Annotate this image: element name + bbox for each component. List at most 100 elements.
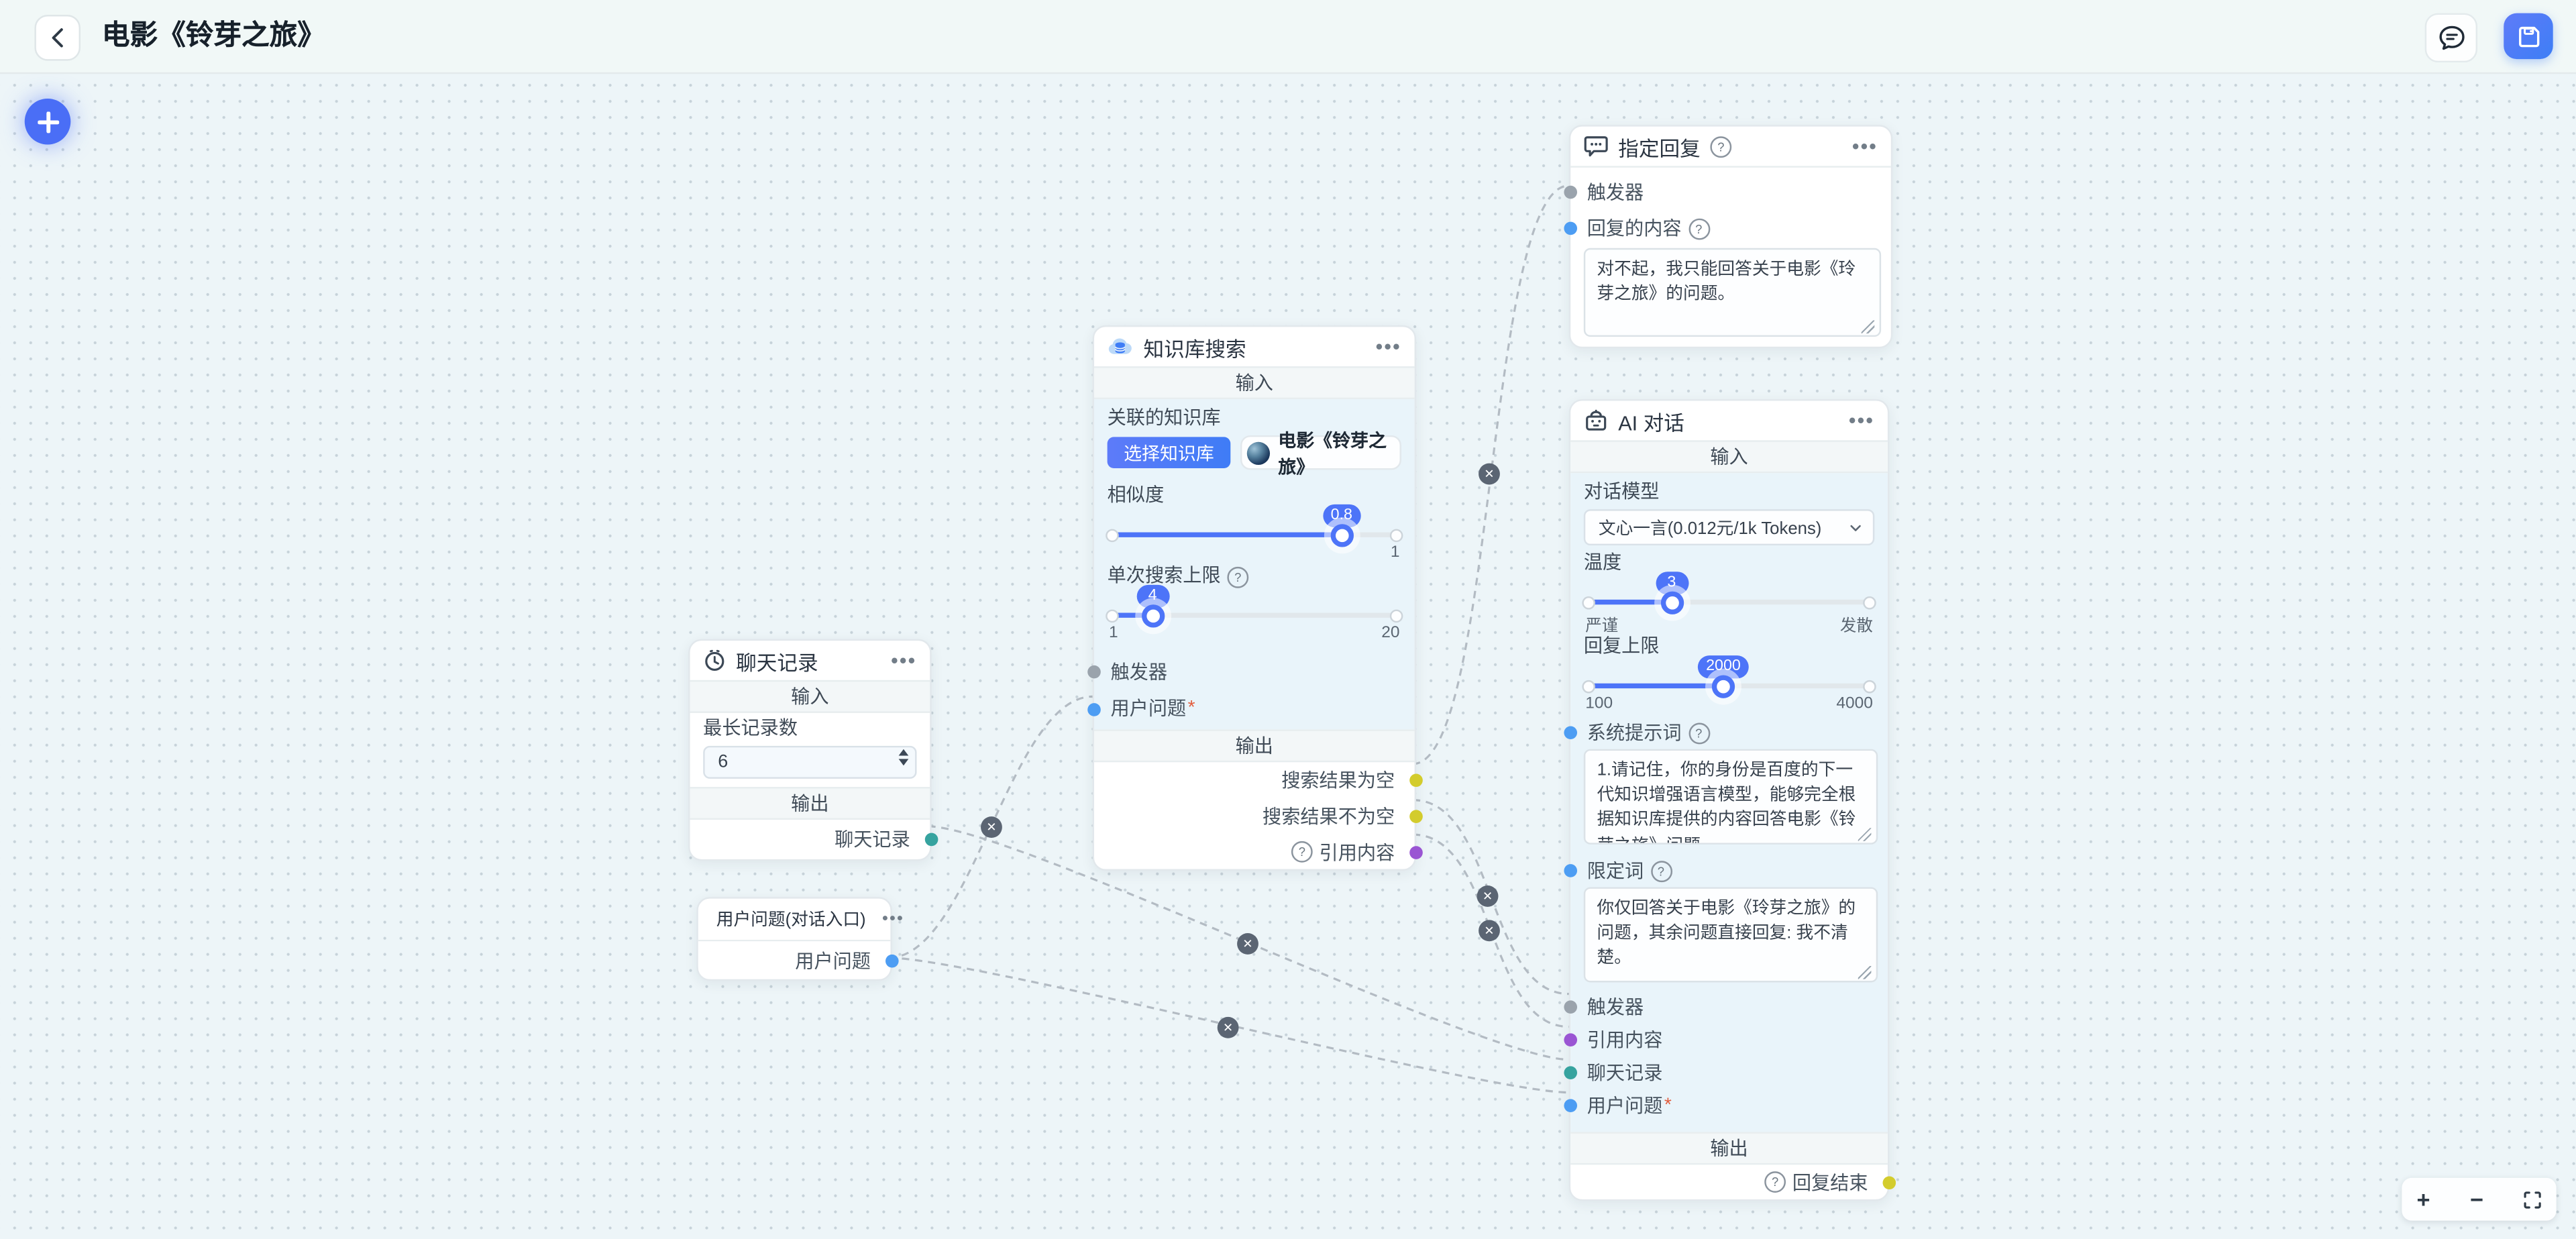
slider-fill (1585, 600, 1672, 604)
slider-min-label: 100 (1585, 695, 1613, 713)
zoom-in-button[interactable]: + (2416, 1188, 2430, 1211)
plus-icon (37, 111, 58, 132)
select-kb-button[interactable]: 选择知识库 (1108, 437, 1231, 468)
zoom-out-button[interactable]: − (2470, 1188, 2483, 1211)
slider-max-label: 发散 (1840, 611, 1873, 636)
similarity-slider: 0.8 1 (1109, 508, 1399, 563)
node-kb-search[interactable]: 知识库搜索 ••• 输入 关联的知识库 选择知识库 电影《铃芽之旅》 相似度 0… (1093, 325, 1416, 871)
node-fixed-reply[interactable]: 指定回复 ••• 触发器 回复的内容 对不起，我只能回答关于电影《玲芽之旅》的问… (1569, 125, 1892, 348)
fit-view-button[interactable] (2524, 1190, 2542, 1208)
slider-max-label: 1 (1391, 544, 1400, 562)
slider-endcap (1582, 680, 1595, 693)
node-user-question[interactable]: 用户问题(对话入口) ••• 用户问题 (696, 897, 892, 981)
edge-delete-button[interactable] (1218, 1017, 1239, 1038)
help-icon[interactable] (1650, 860, 1672, 881)
slider-handle[interactable] (1660, 590, 1683, 613)
input-port-system-prompt: 系统提示词 (1570, 721, 1888, 744)
max-records-input[interactable] (703, 746, 916, 779)
resize-grip-icon[interactable] (1858, 966, 1872, 979)
node-header: 知识库搜索 ••• (1094, 327, 1415, 366)
resize-grip-icon[interactable] (1862, 321, 1875, 334)
top-bar: 电影《铃芽之旅》 (0, 0, 2576, 74)
node-header: AI 对话 ••• (1570, 401, 1888, 441)
slider-min-label: 严谨 (1585, 611, 1618, 636)
input-port-user-question: 用户问题* (1094, 690, 1415, 730)
slider-handle[interactable] (1712, 674, 1735, 697)
edge-delete-button[interactable] (1479, 920, 1500, 941)
output-section-header: 输出 (1094, 729, 1415, 762)
back-button[interactable] (34, 15, 80, 61)
port-dot-not-empty-out[interactable] (1409, 810, 1422, 823)
temperature-slider: 3 严谨 发散 (1585, 575, 1873, 631)
resize-grip-icon[interactable] (1858, 828, 1872, 841)
max-records-stepper (703, 746, 916, 779)
input-port-user-question: 用户问题* (1570, 1089, 1888, 1122)
model-label: 对话模型 (1570, 483, 1888, 504)
slider-endcap (1390, 528, 1403, 541)
port-dot-user-question-out[interactable] (885, 954, 898, 967)
node-header: 用户问题(对话入口) ••• (698, 899, 891, 940)
output-port-chat-history: 聊天记录 (690, 820, 930, 859)
slider-fill (1585, 684, 1723, 688)
reply-limit-slider: 2000 100 4000 (1585, 659, 1873, 714)
help-icon[interactable] (1710, 136, 1731, 157)
slider-endcap (1863, 596, 1876, 609)
slider-min-label: 1 (1109, 625, 1118, 643)
help-icon[interactable] (1688, 722, 1709, 743)
slider-endcap (1106, 608, 1119, 622)
step-down-icon[interactable] (899, 759, 909, 765)
slider-handle[interactable] (1141, 604, 1164, 627)
kb-chip[interactable]: 电影《铃芽之旅》 (1240, 435, 1401, 470)
input-section-header: 输入 (1094, 366, 1415, 399)
comment-button[interactable] (2425, 13, 2477, 62)
node-menu-button[interactable]: ••• (1849, 411, 1874, 430)
stepper-arrows[interactable] (899, 749, 909, 765)
clock-icon (703, 649, 726, 671)
node-title: 知识库搜索 (1143, 331, 1246, 362)
edge-delete-button[interactable] (1237, 933, 1258, 955)
zoom-controls: + − (2402, 1178, 2556, 1221)
search-limit-label: 单次搜索上限 (1094, 567, 1415, 588)
system-prompt-textarea[interactable]: 1.请记住，你的身份是百度的下一代知识增强语言模型，能够完全根据知识库提供的内容… (1584, 749, 1878, 845)
page-title: 电影《铃芽之旅》 (102, 0, 325, 72)
edge-delete-button[interactable] (981, 816, 1002, 838)
input-port-qualifier: 限定词 (1570, 859, 1888, 882)
slider-endcap (1390, 608, 1403, 622)
model-select[interactable]: 文心一言(0.012元/1k Tokens) (1584, 509, 1874, 545)
help-icon[interactable] (1688, 217, 1709, 239)
output-section-header: 输出 (1570, 1132, 1888, 1165)
input-port-history: 聊天记录 (1570, 1057, 1888, 1089)
max-records-label: 最长记录数 (690, 720, 930, 741)
similarity-label: 相似度 (1094, 486, 1415, 508)
node-ai-chat[interactable]: AI 对话 ••• 输入 对话模型 文心一言(0.012元/1k Tokens)… (1569, 399, 1890, 1201)
port-dot-empty-out[interactable] (1409, 773, 1422, 787)
edge-delete-button[interactable] (1479, 464, 1500, 485)
slider-max-label: 4000 (1836, 695, 1872, 713)
node-menu-button[interactable]: ••• (1852, 136, 1878, 156)
input-port-reference: 引用内容 (1570, 1024, 1888, 1057)
save-button[interactable] (2504, 13, 2553, 60)
node-chat-history[interactable]: 聊天记录 ••• 输入 最长记录数 输出 聊天记录 (688, 639, 931, 861)
chevron-left-icon (49, 28, 65, 48)
node-menu-button[interactable]: ••• (1376, 337, 1401, 356)
add-node-button[interactable] (25, 99, 71, 145)
node-title: 用户问题(对话入口) (716, 907, 866, 932)
port-dot-reply-done-out[interactable] (1882, 1175, 1895, 1189)
input-section-header: 输入 (690, 680, 930, 713)
temperature-label: 温度 (1570, 553, 1888, 575)
help-icon[interactable] (1291, 841, 1313, 863)
slider-handle[interactable] (1330, 523, 1353, 546)
edge-delete-button[interactable] (1477, 885, 1499, 907)
node-title: 聊天记录 (736, 645, 818, 676)
node-menu-button[interactable]: ••• (882, 911, 904, 927)
port-dot-chat-history-out[interactable] (924, 833, 938, 847)
help-icon[interactable] (1227, 567, 1248, 588)
step-up-icon[interactable] (899, 749, 909, 756)
chat-bubble-icon (2437, 25, 2465, 51)
reply-content-textarea[interactable]: 对不起，我只能回答关于电影《玲芽之旅》的问题。 (1584, 248, 1881, 337)
help-icon[interactable] (1764, 1171, 1786, 1193)
slider-fill (1109, 532, 1342, 537)
node-menu-button[interactable]: ••• (891, 651, 916, 670)
qualifier-textarea[interactable]: 你仅回答关于电影《玲芽之旅》的问题，其余问题直接回复: 我不清楚。 (1584, 887, 1878, 982)
port-dot-reference-out[interactable] (1409, 845, 1422, 859)
